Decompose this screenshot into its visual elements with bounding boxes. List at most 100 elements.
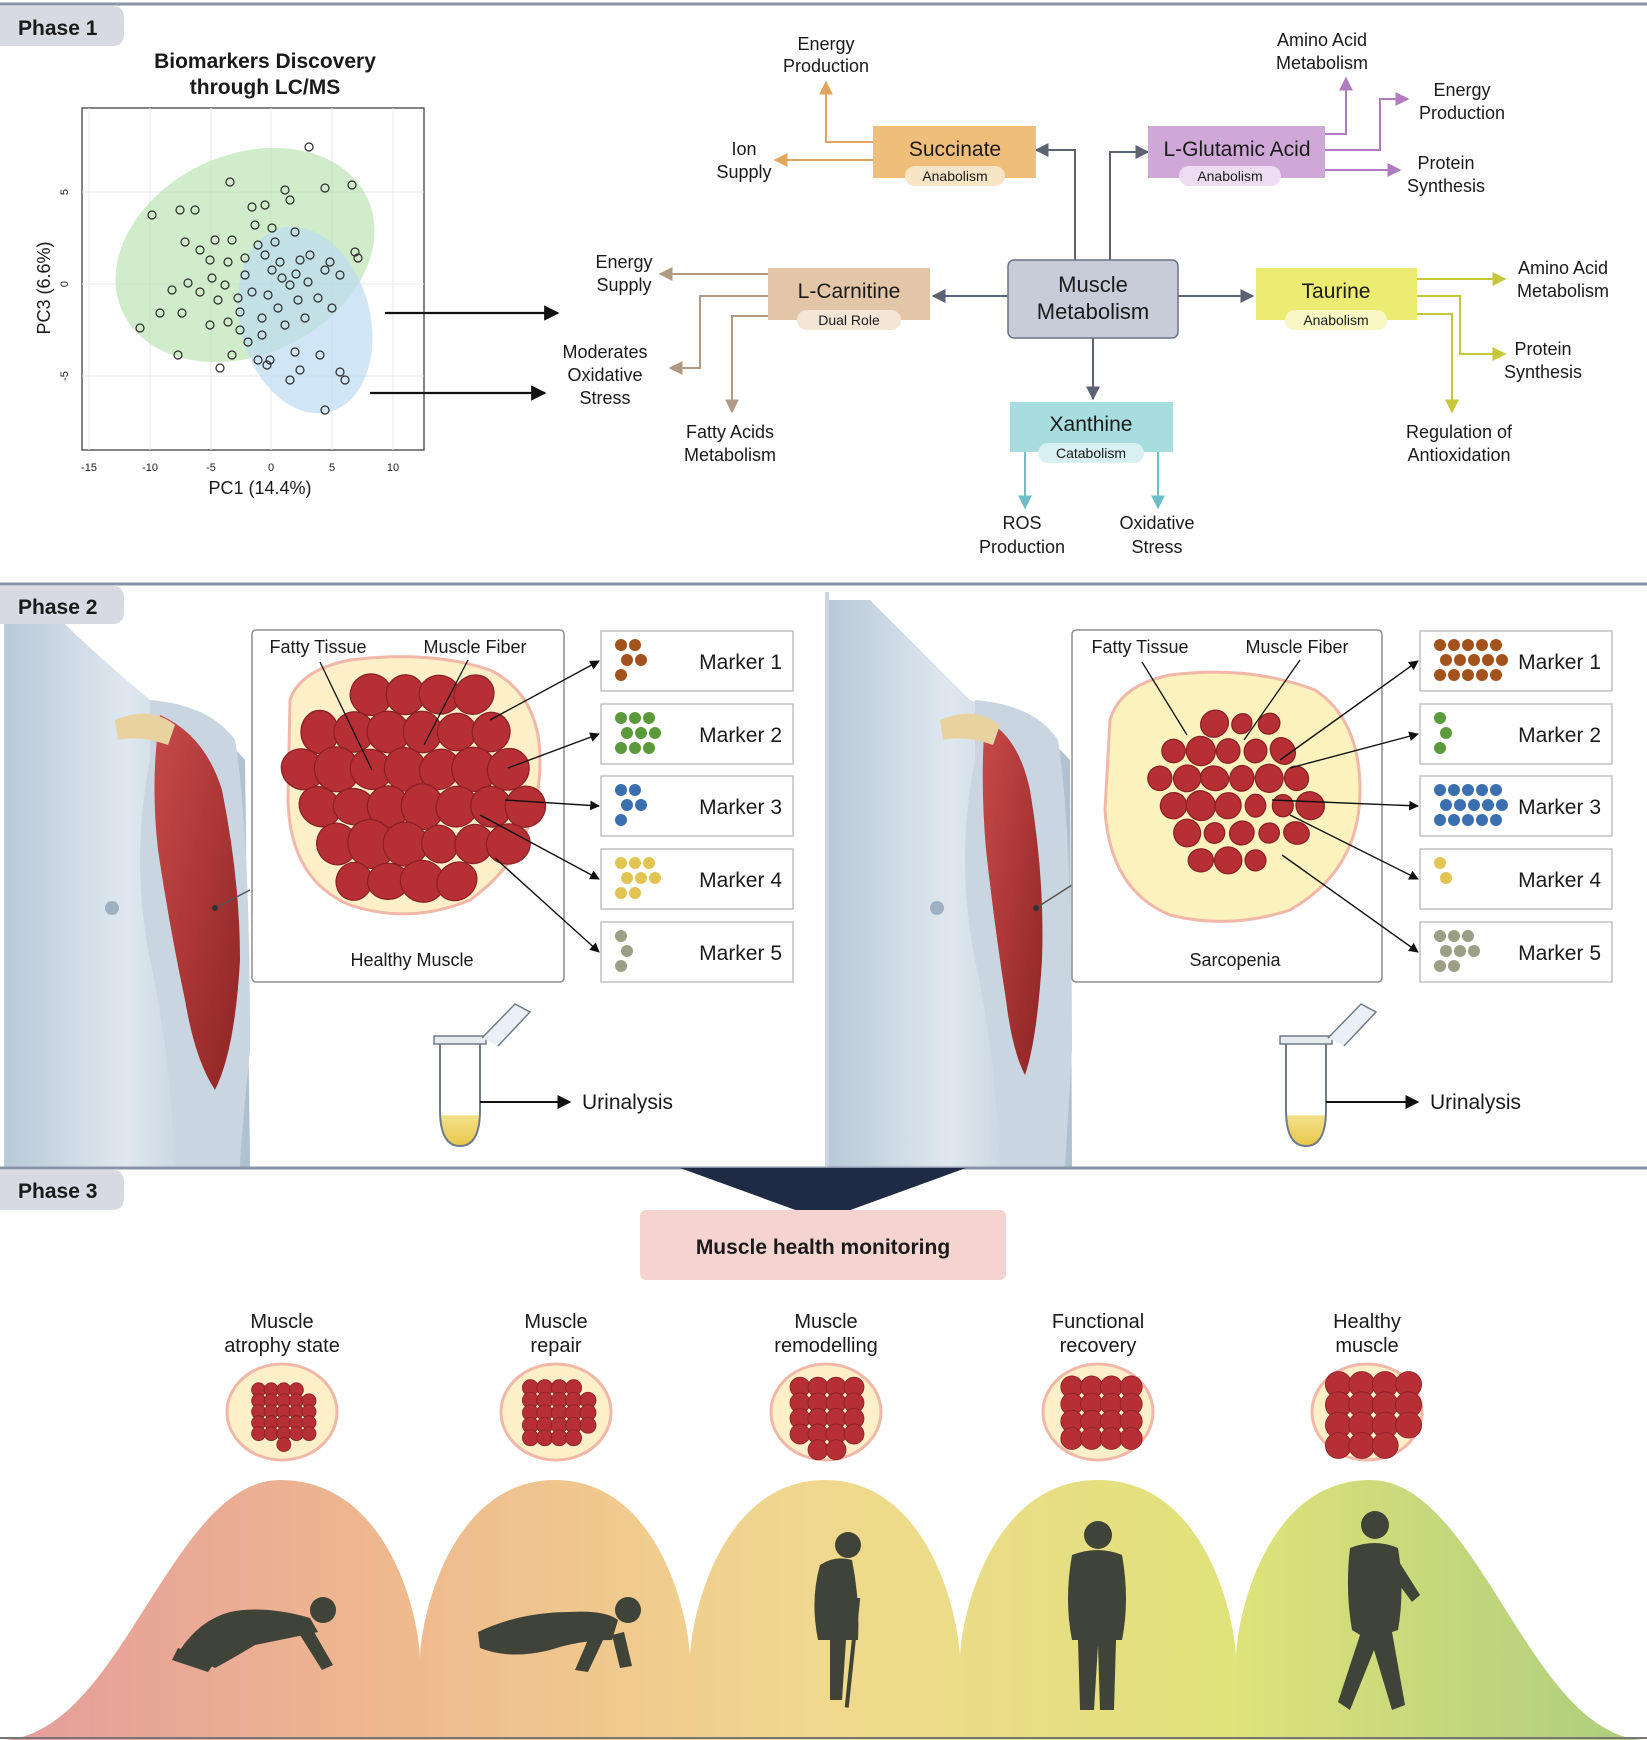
muscle-fiber [1229, 764, 1255, 792]
pca-title-line2: through LC/MS [190, 76, 340, 99]
pca-ytick: 0 [59, 281, 71, 287]
urinalysis-left: Urinalysis [433, 1003, 673, 1148]
muscle-fiber [1283, 821, 1310, 845]
healthy-caption: Healthy Muscle [350, 950, 473, 970]
muscle-fiber [1185, 790, 1217, 822]
marker-dot [1490, 814, 1502, 826]
muscle-fiber [263, 1426, 279, 1442]
healthy-fiber-label: Muscle Fiber [423, 637, 526, 657]
pca-point [253, 355, 263, 365]
marker-arrow [1289, 731, 1419, 769]
marker-dot [1468, 799, 1480, 811]
marker-arrow [489, 660, 600, 721]
pca-xtick: -5 [206, 462, 216, 474]
muscle-fiber [436, 861, 478, 902]
pathway-output-labels: Energy Production Ion Supply Amino Acid … [562, 30, 1609, 557]
urinalysis-label: Urinalysis [1430, 1091, 1521, 1114]
marker-dot [1490, 639, 1502, 651]
arm-muscle-right [982, 720, 1043, 1075]
output-label: Metabolism [1517, 281, 1609, 301]
marker-dot [1434, 857, 1446, 869]
pca-xtick: -15 [81, 462, 97, 474]
pca-point [195, 245, 205, 255]
marker-dot [615, 784, 627, 796]
phase-transition-chevron [680, 1168, 966, 1220]
muscle-fiber [288, 1426, 304, 1442]
pca-point [205, 255, 215, 265]
pca-point [135, 323, 145, 333]
muscle-metabolism-node: Muscle Metabolism [1007, 259, 1179, 339]
marker-dot [1440, 945, 1452, 957]
output-label: Protein [1417, 153, 1474, 173]
muscle-fiber [1060, 1427, 1084, 1450]
marker-dot [1454, 654, 1466, 666]
pca-point [347, 180, 357, 190]
pca-point [205, 320, 215, 330]
muscle-fiber [789, 1423, 811, 1445]
taurine-tag: Anabolism [1303, 312, 1368, 328]
output-label: Production [783, 56, 869, 76]
marker-box [600, 921, 794, 983]
pca-point [290, 347, 300, 357]
marker-box [1419, 775, 1613, 837]
stage-label: Muscle [524, 1311, 587, 1333]
muscle-fiber [1185, 735, 1217, 767]
marker-dot [1448, 669, 1460, 681]
marker-dot [1468, 945, 1480, 957]
pca-ylabel: PC3 (6.6%) [34, 241, 54, 334]
stage-label: atrophy state [224, 1335, 340, 1357]
pca-point [265, 355, 275, 365]
marker-dot [629, 742, 641, 754]
center-node-line2: Metabolism [1037, 299, 1149, 324]
monitoring-banner-text: Muscle health monitoring [696, 1236, 950, 1259]
muscle-fiber [1371, 1432, 1399, 1459]
muscle-fiber [276, 1437, 292, 1452]
marker-dot [1476, 784, 1488, 796]
marker-dot [1434, 669, 1446, 681]
marker-dot [629, 857, 641, 869]
output-label: Fatty Acids [686, 422, 774, 442]
marker-arrow [1289, 814, 1419, 880]
carnitine-tag: Dual Role [818, 312, 880, 328]
marker-dot [1448, 960, 1460, 972]
phase2-label: Phase 2 [18, 596, 97, 619]
muscle-fiber [1199, 709, 1230, 738]
pca-point [167, 285, 177, 295]
marker-dot [621, 945, 633, 957]
output-label: Amino Acid [1277, 30, 1367, 50]
marker-dot [615, 669, 627, 681]
marker-dot [615, 887, 627, 899]
pca-xtick: -10 [142, 462, 158, 474]
marker-dot [615, 857, 627, 869]
arm-muscle-left [154, 715, 240, 1090]
sarcopenia-fibers [1147, 709, 1325, 875]
output-label: Metabolism [684, 445, 776, 465]
marker-dot [1482, 799, 1494, 811]
marker-dot [615, 712, 627, 724]
marker-dot [1482, 654, 1494, 666]
pca-point [280, 185, 290, 195]
output-label: Energy [595, 252, 652, 272]
taurine-node: Taurine Anabolism [1256, 268, 1417, 330]
healthy-muscle-panel: Fatty Tissue Muscle Fiber Healthy Muscle [251, 629, 565, 983]
muscle-fiber [313, 746, 361, 793]
marker-arrow [507, 732, 600, 769]
muscle-fiber [301, 1426, 317, 1442]
marker-dot [1434, 712, 1446, 724]
urinalysis-label: Urinalysis [582, 1091, 673, 1114]
phase1-section: Phase 1 Biomarkers Discovery through LC/… [0, 2, 1647, 557]
marker-dot [1434, 639, 1446, 651]
muscle-fiber [843, 1423, 865, 1445]
muscle-fiber [1325, 1432, 1352, 1459]
output-label: Amino Acid [1518, 258, 1608, 278]
pca-ytick: -5 [59, 371, 71, 381]
pca-point [327, 303, 337, 313]
marker-dot [1462, 814, 1474, 826]
marker-dot [1440, 872, 1452, 884]
pca-title-line1: Biomarkers Discovery [154, 50, 376, 73]
pca-point [240, 253, 250, 263]
muscle-fiber [1231, 713, 1253, 735]
